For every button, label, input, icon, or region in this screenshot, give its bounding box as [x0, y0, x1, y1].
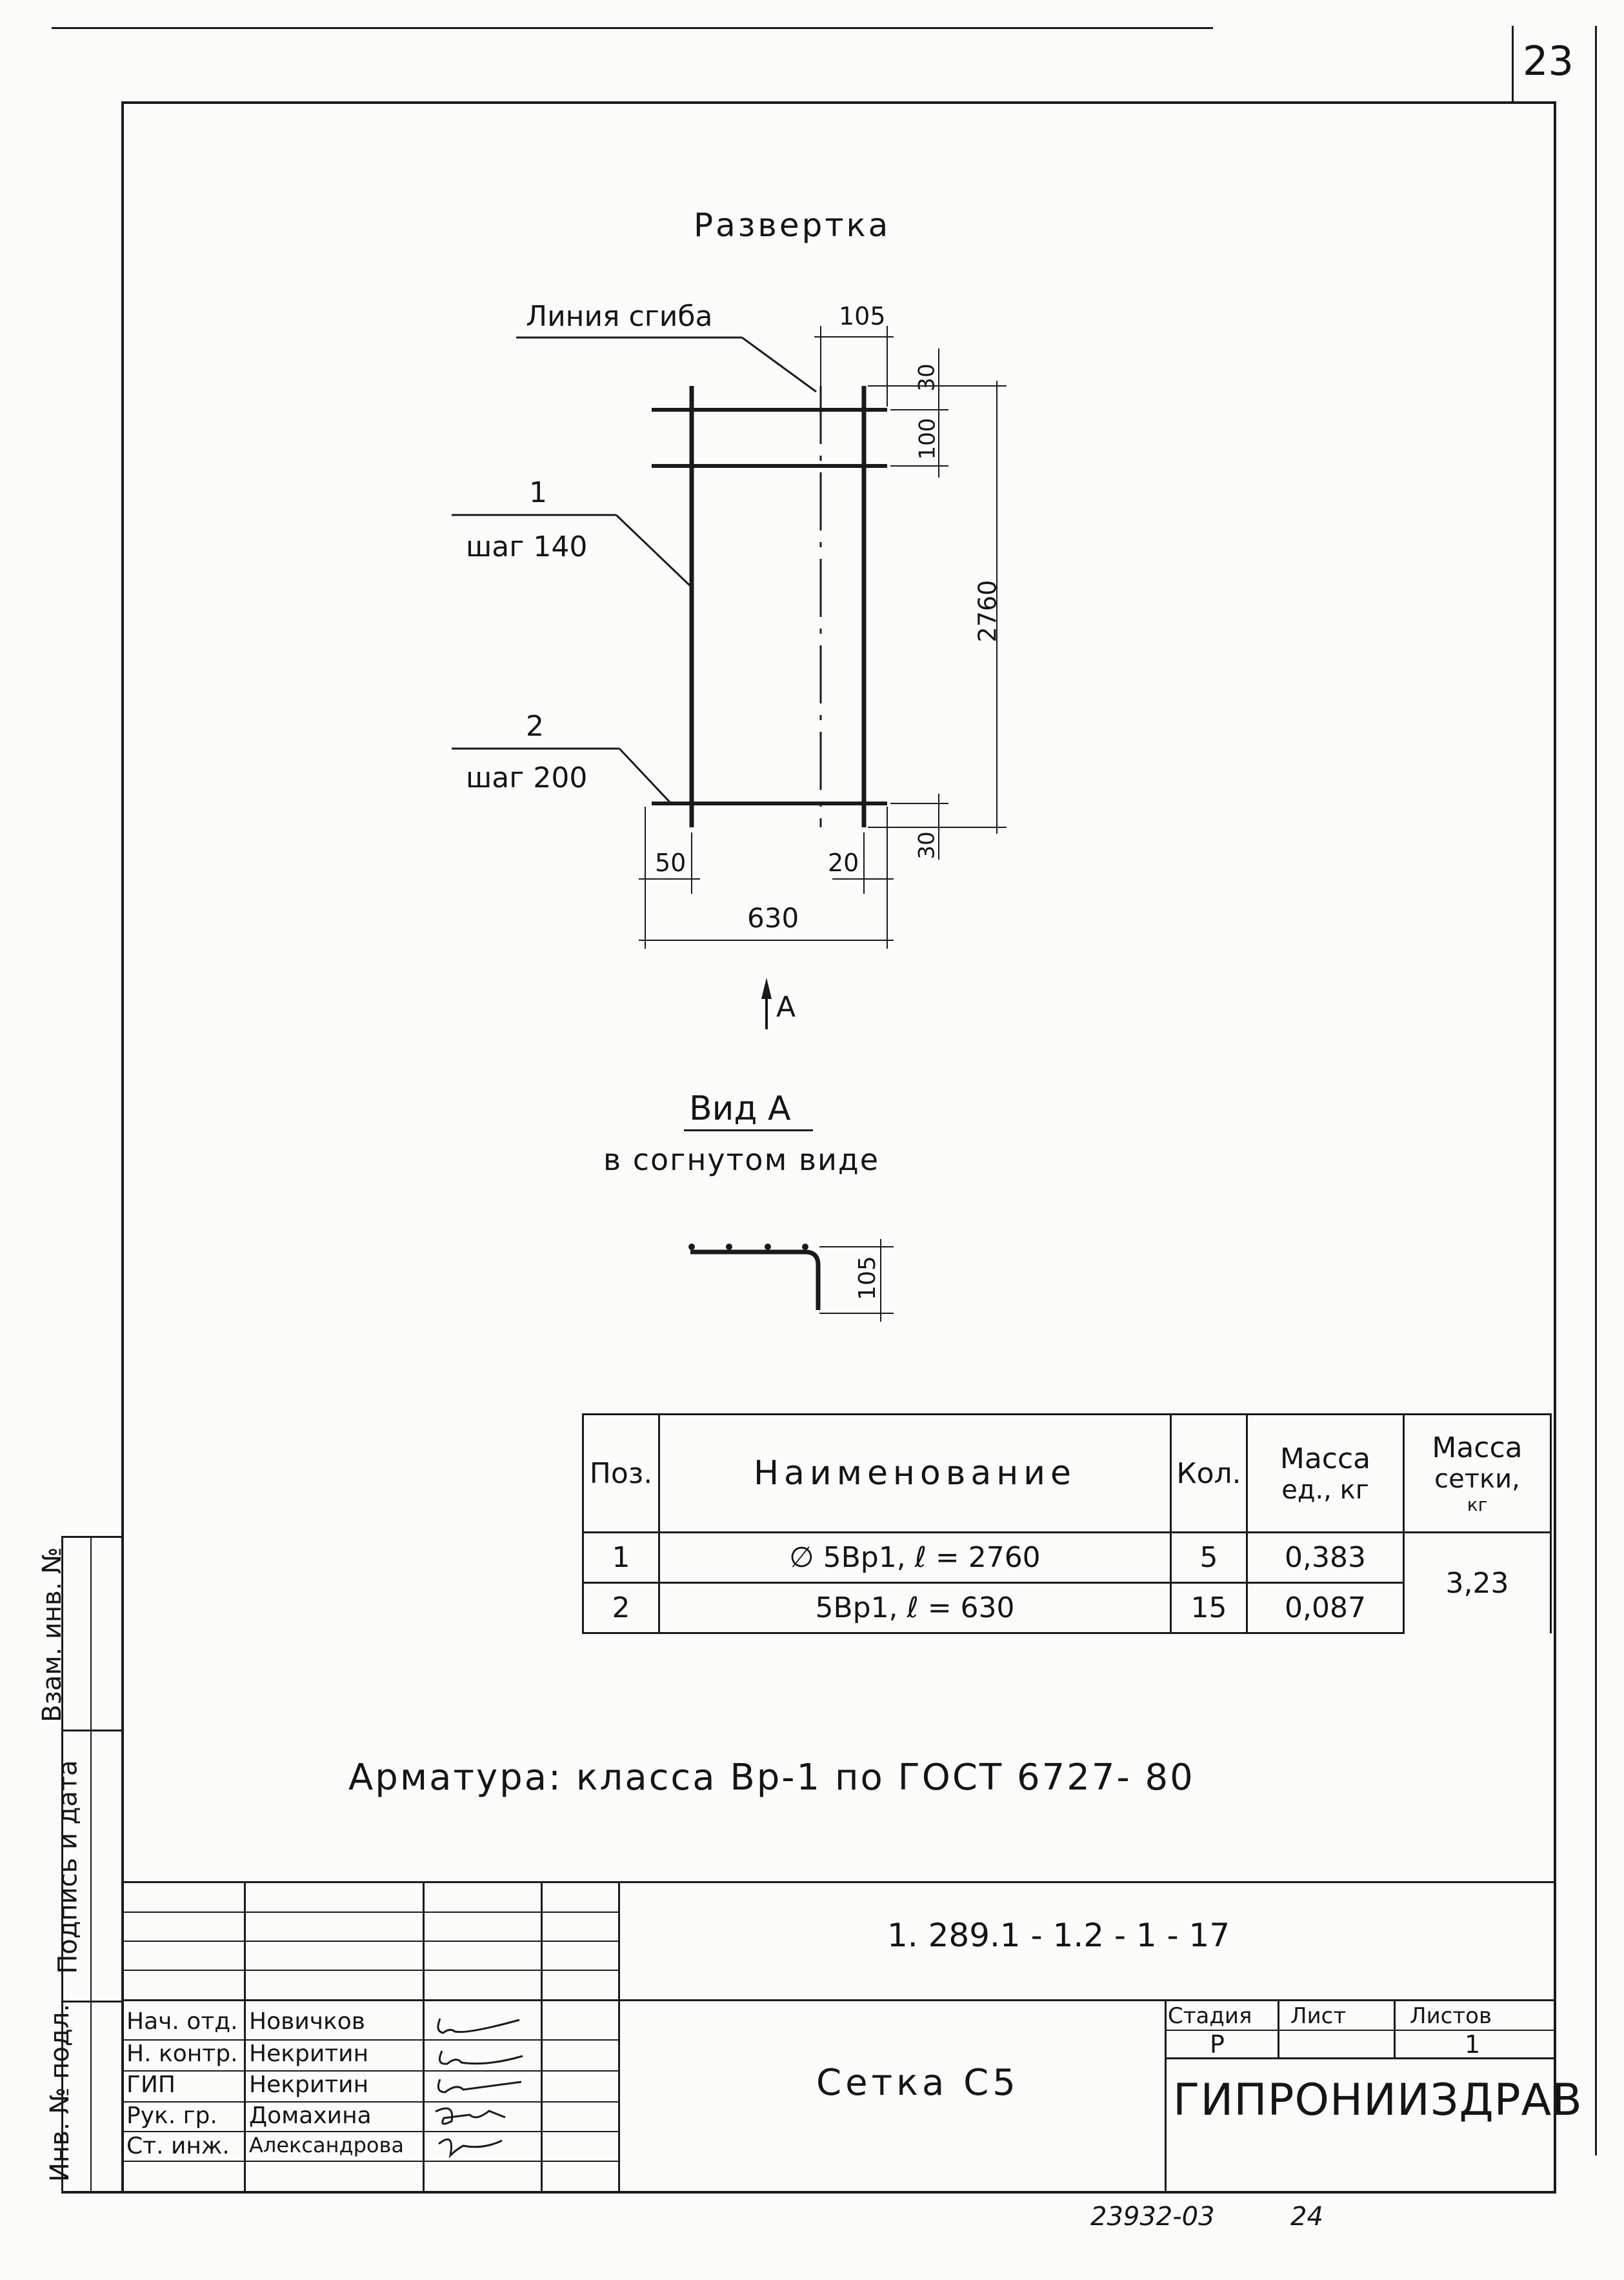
tb-r2 [121, 1941, 618, 1942]
header-qty: Кол. [1170, 1413, 1248, 1533]
header-unit-mass-l1: Масса [1279, 1442, 1371, 1475]
page-right-edge [1595, 26, 1597, 2155]
row2-name: 5Вр1, ℓ = 630 [658, 1582, 1172, 1634]
sheet-title: Сетка С5 [816, 2062, 1019, 2104]
sheet-number-box-left [1512, 26, 1514, 103]
header-unit-mass-l2: ед., кг [1281, 1475, 1369, 1505]
tb-top [121, 1881, 1556, 1883]
side-stamp-div1 [61, 1536, 123, 1538]
reinforcement-note: Арматура: класса Вр-1 по ГОСТ 6727- 80 [348, 1757, 1195, 1799]
side-inv-podl: Инв. № подл. [45, 2004, 75, 2182]
side-stamp-div3 [61, 2001, 123, 2003]
view-arrow-head [761, 978, 772, 999]
row2-qty: 15 [1170, 1582, 1248, 1634]
header-pos: Поз. [582, 1413, 660, 1533]
mesh-development-drawing [452, 326, 1007, 1029]
side-stamp-left [61, 1536, 63, 2193]
name-0: Новичков [249, 2008, 365, 2035]
pos1-label: 1 [529, 476, 547, 509]
side-vzam-inv: Взам. инв. № [37, 1547, 67, 1722]
side-stamp-inner [90, 1536, 92, 2193]
view-a-subtitle: в согнутом виде [603, 1142, 880, 1177]
view-arrow-label: А [776, 991, 796, 1024]
stage-value: Р [1210, 2030, 1225, 2059]
sheets-header: Листов [1410, 2003, 1492, 2029]
tb-r3 [121, 1970, 618, 1971]
side-stamp-div2 [61, 1730, 123, 1731]
drawing-title: Развертка [694, 207, 891, 244]
dim-20: 20 [828, 849, 859, 877]
tb-v1 [244, 1881, 246, 2191]
side-podpis-data: Подпись и дата [53, 1760, 83, 1974]
tb-r7 [121, 2131, 618, 2132]
tb-r4 [121, 2039, 618, 2041]
row1-pos: 1 [582, 1531, 660, 1584]
bend-line-label: Линия сгиба [526, 300, 713, 333]
sheets-value: 1 [1465, 2030, 1481, 2059]
role-0: Нач. отд. [126, 2008, 238, 2035]
frame-left [121, 101, 124, 2194]
footer-page: 24 [1290, 2202, 1323, 2232]
frame-right [1554, 101, 1556, 2194]
tb-v4 [618, 1881, 620, 2191]
name-2: Некритин [249, 2072, 369, 2098]
tb-r6 [121, 2101, 618, 2103]
tb-v2 [423, 1881, 425, 2191]
tb-mid [121, 1999, 1556, 2001]
role-2: ГИП [126, 2072, 175, 2098]
bent-section-drawing [688, 1239, 894, 1322]
header-unit-mass: Масса ед., кг [1246, 1413, 1405, 1533]
tb-r5 [121, 2070, 618, 2072]
tb-stage-r2 [1165, 2057, 1556, 2059]
name-4: Александрова [249, 2133, 404, 2157]
tb-stage-v2 [1394, 1999, 1396, 2057]
signatures [435, 2018, 523, 2159]
frame-top [121, 101, 1556, 104]
tb-r8 [121, 2161, 618, 2162]
name-1: Некритин [249, 2041, 369, 2067]
doc-code: 1. 289.1 - 1.2 - 1 - 17 [887, 1917, 1230, 1954]
role-1: Н. контр. [126, 2041, 238, 2067]
frame-bottom [61, 2191, 1556, 2194]
tb-r1 [121, 1912, 618, 1913]
view-a-underline [684, 1129, 813, 1131]
name-3: Домахина [249, 2103, 372, 2129]
header-mesh-mass-l2: сетки, [1434, 1464, 1520, 1494]
dim-630: 630 [747, 902, 799, 934]
specification-table: Поз. Наименование Кол. Масса ед., кг Мас… [582, 1413, 1552, 1634]
pos1-step: шаг 140 [466, 530, 588, 563]
organization: ГИПРОНИИЗДРАВ [1173, 2075, 1583, 2126]
table-row: 2 5Вр1, ℓ = 630 15 0,087 [582, 1582, 1551, 1634]
sheet-number: 23 [1523, 37, 1574, 85]
role-3: Рук. гр. [126, 2103, 217, 2129]
role-4: Ст. инж. [126, 2133, 230, 2159]
row1-qty: 5 [1170, 1531, 1248, 1584]
top-edge-line [52, 27, 1213, 29]
tb-stage-r1 [1165, 2030, 1556, 2031]
table-row: 1 ∅ 5Вр1, ℓ = 2760 5 0,383 3,23 [582, 1531, 1552, 1633]
header-mesh-mass-l3: кг [1467, 1494, 1488, 1515]
row1-unit-mass: 0,383 [1246, 1531, 1405, 1584]
row2-unit-mass: 0,087 [1246, 1582, 1405, 1634]
sheet-header: Лист [1290, 2003, 1347, 2029]
tb-v3 [541, 1881, 543, 2191]
header-mesh-mass: Масса сетки, кг [1403, 1413, 1552, 1533]
pos2-label: 2 [526, 710, 544, 743]
view-a-title: Вид А [689, 1089, 791, 1128]
view-a-dim-105: 105 [854, 1256, 881, 1300]
header-name: Наименование [658, 1413, 1172, 1533]
mesh-mass-value: 3,23 [1403, 1531, 1552, 1633]
row1-name: ∅ 5Вр1, ℓ = 2760 [658, 1531, 1172, 1584]
dim-105-top: 105 [839, 302, 886, 330]
pos2-step: шаг 200 [466, 762, 588, 794]
footer-number: 23932-03 [1090, 2202, 1215, 2232]
header-mesh-mass-l1: Масса [1432, 1431, 1523, 1464]
row2-pos: 2 [582, 1582, 660, 1634]
stage-header: Стадия [1168, 2003, 1252, 2029]
tb-stage-v1 [1278, 1999, 1279, 2057]
dim-50: 50 [655, 849, 687, 877]
tb-stage-left [1165, 1999, 1167, 2191]
